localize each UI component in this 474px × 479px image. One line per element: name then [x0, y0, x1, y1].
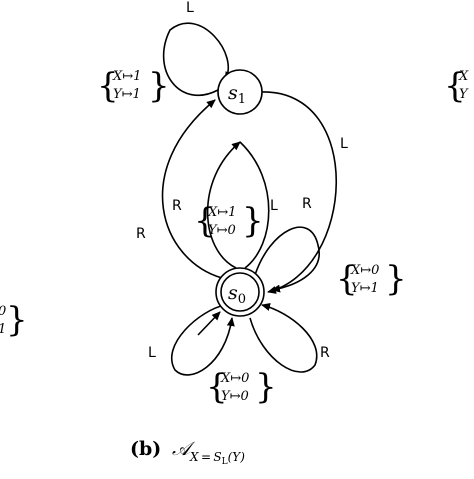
- label-top-loop: L: [186, 0, 194, 16]
- svg-text:0: 0: [0, 304, 6, 319]
- label-bottom-right-loop: R: [320, 345, 330, 361]
- svg-text:X↦0: X↦0: [220, 371, 249, 386]
- svg-text:{: {: [206, 367, 228, 407]
- edge-s0-bottom-right-loop: [249, 303, 318, 373]
- state-s1: s1: [217, 69, 263, 115]
- svg-text:Y: Y: [459, 87, 469, 102]
- svg-text:X↦1: X↦1: [207, 205, 236, 220]
- svg-text:}: }: [6, 300, 28, 340]
- label-center-left: R: [172, 198, 182, 214]
- label-bottom-left-loop: L: [148, 345, 156, 361]
- svg-text:{: {: [336, 259, 358, 299]
- svg-text:}: }: [242, 201, 264, 241]
- annotation-right: { X↦0 Y↦1 }: [336, 259, 407, 299]
- svg-text:X↦0: X↦0: [350, 263, 379, 278]
- svg-text:Y↦0: Y↦0: [208, 223, 236, 238]
- label-center-right: L: [270, 198, 278, 214]
- svg-text:}: }: [148, 66, 170, 106]
- initial-arrow: [197, 311, 221, 336]
- annotation-left-edge-clipped: 0 1 }: [0, 300, 28, 340]
- edge-s0-right-loop: [254, 226, 320, 293]
- svg-text:X↦1: X↦1: [112, 69, 141, 84]
- svg-text:{: {: [194, 201, 216, 241]
- state-s0: s0: [215, 267, 265, 317]
- svg-text:Y↦1: Y↦1: [113, 87, 141, 102]
- annotation-s1-loop: { X↦1 Y↦1 }: [97, 66, 170, 106]
- state-s1-label: s1: [228, 82, 246, 107]
- edge-s0-bottom-left-loop: [171, 304, 235, 376]
- svg-text:Y↦1: Y↦1: [351, 281, 379, 296]
- annotation-right-edge-clipped: { X Y: [444, 66, 469, 106]
- edge-s0-to-s1-center: [206, 141, 241, 269]
- svg-text:}: }: [255, 367, 277, 407]
- svg-text:Y↦0: Y↦0: [221, 389, 249, 404]
- svg-text:1: 1: [0, 322, 6, 337]
- state-s0-label: s0: [228, 282, 246, 307]
- caption-tag: (b): [130, 438, 161, 460]
- label-left-outer: R: [136, 226, 146, 242]
- annotation-bottom: { X↦0 Y↦0 }: [206, 367, 277, 407]
- svg-text:{: {: [97, 66, 119, 106]
- svg-text:}: }: [385, 259, 407, 299]
- figure-caption: (b) 𝒜 X = SL(Y): [130, 438, 245, 467]
- edge-s1-self-loop: [162, 22, 233, 97]
- edge-s0-to-s1-left: [161, 99, 223, 279]
- svg-text:{: {: [444, 66, 466, 106]
- annotation-center: { X↦1 Y↦0 }: [194, 201, 264, 241]
- label-right-loop: R: [302, 196, 312, 212]
- svg-text:X: X: [458, 69, 469, 84]
- edge-s1-to-s0-right: [261, 91, 338, 294]
- label-right-outer: L: [340, 136, 348, 152]
- edge-s1-to-s0-center: [239, 141, 270, 269]
- caption-subscript: X = SL(Y): [189, 450, 245, 467]
